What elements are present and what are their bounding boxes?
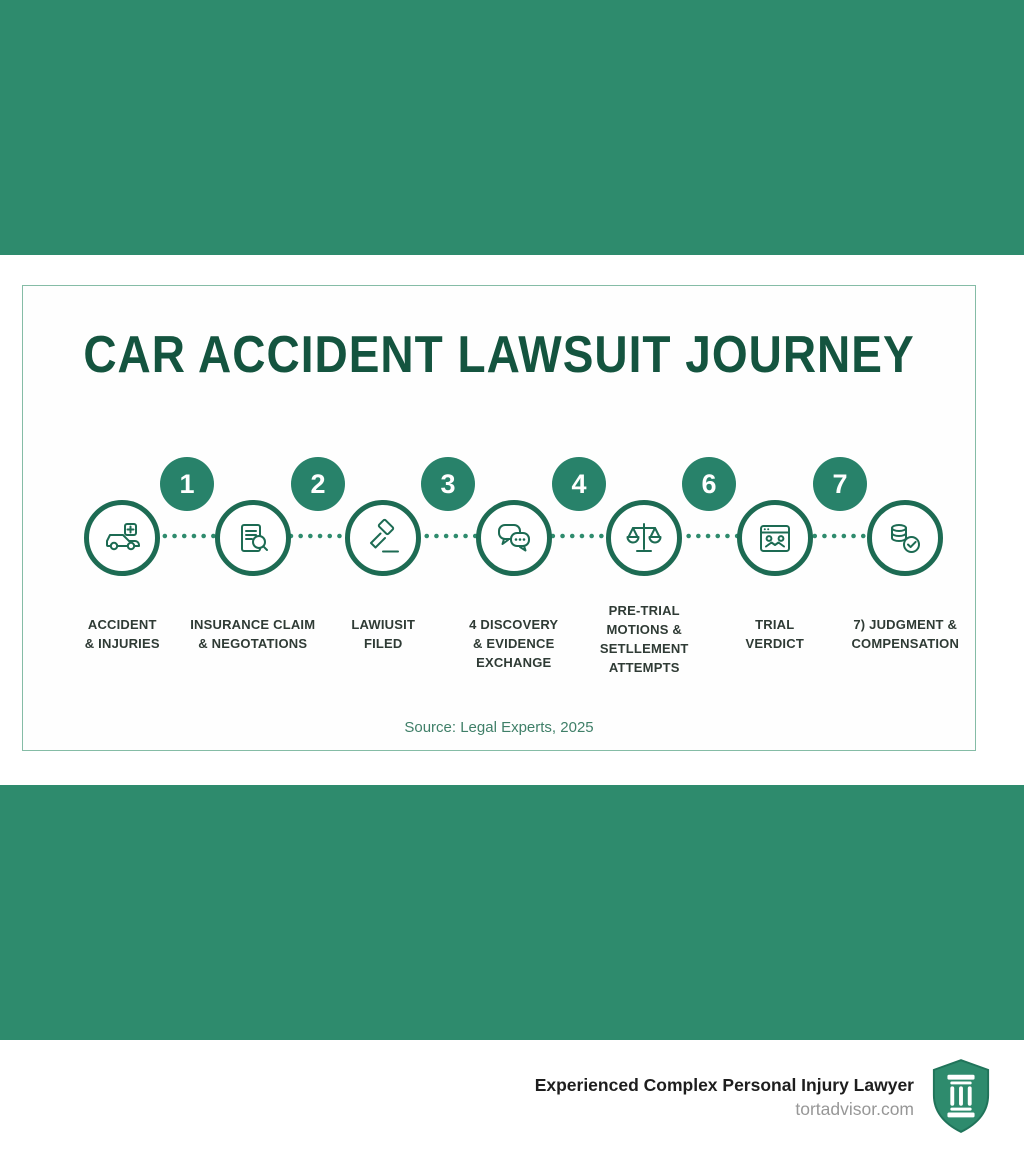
step-label: PRE-TRIAL MOTIONS & SETLLEMENT ATTEMPTS bbox=[599, 603, 689, 675]
top-band bbox=[0, 0, 1024, 255]
step-circle bbox=[345, 500, 422, 576]
bottom-band bbox=[0, 785, 1024, 1040]
step-circle bbox=[867, 500, 944, 576]
step-circle bbox=[736, 500, 813, 576]
step-circle bbox=[214, 500, 291, 576]
footer: Experienced Complex Personal Injury Lawy… bbox=[0, 1040, 1024, 1154]
step-number-badge: 2 bbox=[291, 457, 345, 511]
timeline-step: 4 DISCOVERY & EVIDENCE EXCHANGE bbox=[449, 500, 580, 677]
car-accident-icon bbox=[106, 523, 141, 551]
timeline-step: LAWIUSIT FILED bbox=[318, 500, 449, 677]
step-number-badge: 7 bbox=[813, 457, 867, 511]
step-label: 7) JUDGMENT & COMPENSATION bbox=[851, 617, 960, 651]
step-number-badge: 3 bbox=[421, 457, 475, 511]
step-label: LAWIUSIT FILED bbox=[351, 617, 416, 651]
source-citation: Source: Legal Experts, 2025 bbox=[404, 719, 594, 736]
timeline-step: ACCIDENT & INJURIES bbox=[57, 500, 188, 677]
step-label: TRIAL VERDICT bbox=[745, 617, 804, 651]
infographic-card: CAR ACCIDENT LAWSUIT JOURNEY 1 2 3 4 6 7 bbox=[22, 285, 976, 751]
step-number-badge: 4 bbox=[552, 457, 606, 511]
step-label: INSURANCE CLAIM & NEGOTATIONS bbox=[190, 617, 316, 651]
step-circle bbox=[84, 500, 161, 576]
step-number-badge: 6 bbox=[682, 457, 736, 511]
step-circle bbox=[606, 500, 683, 576]
trial-verdict-icon bbox=[759, 525, 790, 552]
timeline-step: INSURANCE CLAIM & NEGOTATIONS bbox=[188, 500, 319, 677]
tort-advisor-shield-logo bbox=[932, 1059, 990, 1133]
timeline-step: PRE-TRIAL MOTIONS & SETLLEMENT ATTEMPTS bbox=[579, 500, 710, 677]
timeline-steps: ACCIDENT & INJURIES INSURANCE CLAIM & NE… bbox=[57, 500, 971, 677]
step-label: ACCIDENT & INJURIES bbox=[84, 617, 160, 651]
pretrial-scales-icon bbox=[626, 523, 662, 552]
lawsuit-gavel-icon bbox=[370, 518, 400, 553]
footer-tagline: Experienced Complex Personal Injury Lawy… bbox=[534, 1074, 914, 1095]
insurance-claim-icon bbox=[240, 524, 268, 552]
judgment-coins-icon bbox=[891, 524, 921, 553]
page-title: CAR ACCIDENT LAWSUIT JOURNEY bbox=[83, 325, 915, 384]
timeline-step: TRIAL VERDICT bbox=[710, 500, 841, 677]
timeline-step: 7) JUDGMENT & COMPENSATION bbox=[840, 500, 971, 677]
pillar-icon bbox=[947, 1074, 975, 1118]
discovery-chat-icon bbox=[497, 524, 530, 552]
step-label: 4 DISCOVERY & EVIDENCE EXCHANGE bbox=[469, 617, 559, 670]
step-number-badge: 1 bbox=[160, 457, 214, 511]
step-circle bbox=[475, 500, 552, 576]
footer-website: tortadvisor.com bbox=[795, 1098, 914, 1119]
footer-text: Experienced Complex Personal Injury Lawy… bbox=[535, 1075, 914, 1120]
